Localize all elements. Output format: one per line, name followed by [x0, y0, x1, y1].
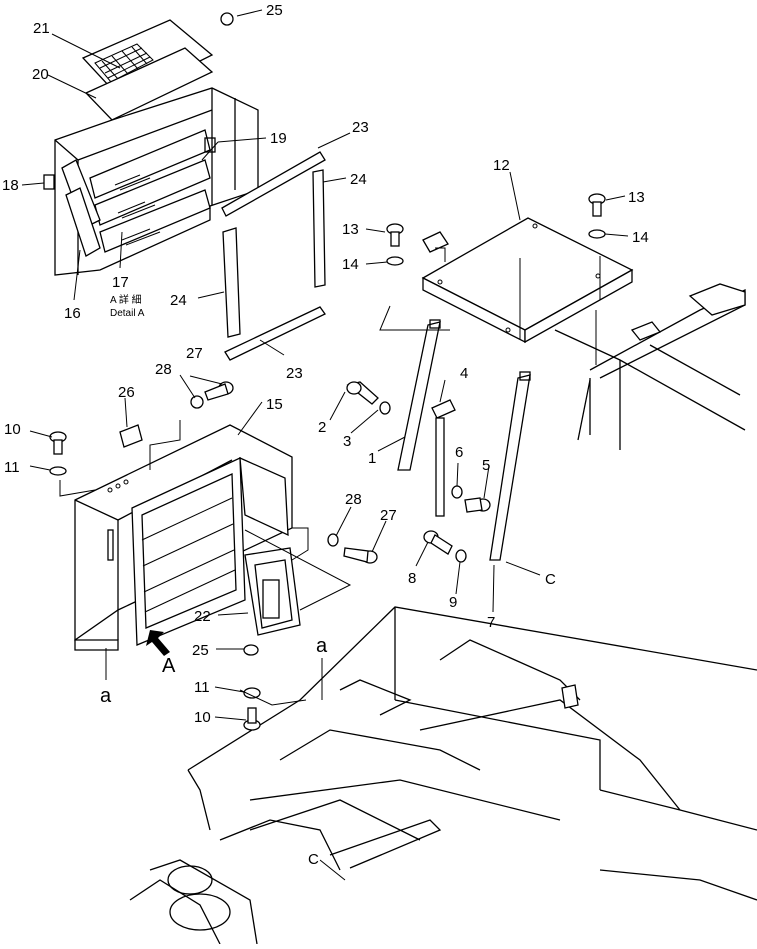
- callout-9: 9: [449, 594, 457, 611]
- callout-23-top: 23: [352, 119, 369, 136]
- callout-16: 16: [64, 305, 81, 322]
- callout-24-left: 24: [170, 292, 187, 309]
- callout-19: 19: [270, 130, 287, 147]
- callout-10-lower: 10: [194, 709, 211, 726]
- callout-14-right: 14: [632, 229, 649, 246]
- fasteners: [49, 12, 606, 731]
- detail-label-jp: A 詳 細: [110, 293, 142, 306]
- callout-25: 25: [266, 2, 283, 19]
- callout-20: 20: [32, 66, 49, 83]
- callout-10-top: 10: [4, 421, 21, 438]
- callout-15: 15: [266, 396, 283, 413]
- callout-12: 12: [493, 157, 510, 174]
- right-frame: [554, 283, 746, 450]
- callout-23-bottom: 23: [286, 365, 303, 382]
- callout-25-lower: 25: [192, 642, 209, 659]
- callout-7: 7: [487, 614, 495, 631]
- callout-28-mid: 28: [345, 491, 362, 508]
- callout-4: 4: [460, 365, 468, 382]
- callout-27-top: 27: [186, 345, 203, 362]
- callout-26: 26: [118, 384, 135, 401]
- ref-c-lower: C: [308, 851, 319, 868]
- callout-17: 17: [112, 274, 129, 291]
- callout-11-lower: 11: [194, 679, 210, 696]
- ref-c-upper: C: [545, 571, 556, 588]
- callout-6: 6: [455, 444, 463, 461]
- callout-1: 1: [368, 450, 376, 467]
- detail-a-box: [43, 19, 259, 276]
- callout-24-top: 24: [350, 171, 367, 188]
- base-frame: [129, 606, 757, 945]
- callout-21: 21: [33, 20, 50, 37]
- filter-panel-22: [244, 547, 301, 636]
- seal-strips: [221, 151, 326, 361]
- callout-28-top: 28: [155, 361, 172, 378]
- cover-plate-12: [421, 217, 634, 344]
- leader-lines: [21, 9, 629, 721]
- screen-housing-15: [74, 424, 293, 651]
- callout-3: 3: [343, 433, 351, 450]
- callout-labels: 21 25 20 19 18 17 16 A 詳 細 Detail A 23 2…: [2, 2, 649, 726]
- ref-a-left: a: [100, 685, 112, 707]
- callout-22: 22: [194, 608, 211, 625]
- callout-13-right: 13: [628, 189, 645, 206]
- ref-a-right: a: [316, 635, 328, 657]
- detail-label-en: Detail A: [110, 308, 145, 319]
- reference-lines: [59, 247, 601, 881]
- callout-8: 8: [408, 570, 416, 587]
- reference-labels: A a a C C: [100, 571, 556, 868]
- view-label-a: A: [162, 655, 176, 677]
- callout-27-mid: 27: [380, 507, 397, 524]
- callout-13-left: 13: [342, 221, 359, 238]
- view-arrow-a: [146, 630, 170, 656]
- callout-5: 5: [482, 457, 490, 474]
- callout-2: 2: [318, 419, 326, 436]
- callout-18: 18: [2, 177, 19, 194]
- callout-11-top: 11: [4, 459, 20, 476]
- support-legs: [397, 319, 531, 561]
- callout-14-left: 14: [342, 256, 359, 273]
